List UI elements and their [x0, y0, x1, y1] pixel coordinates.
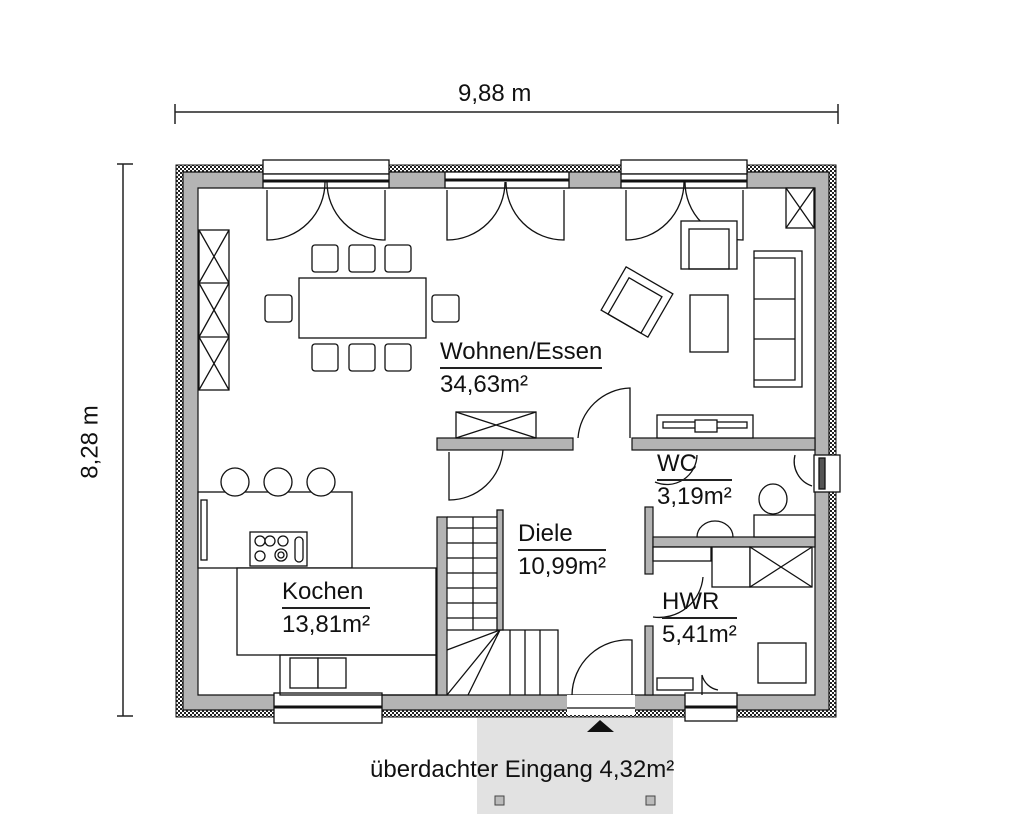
room-label-kochen: Kochen 13,81m²: [282, 580, 371, 638]
height-dimension-line: [117, 163, 133, 717]
entrance-canopy: [477, 718, 673, 814]
furniture: [197, 187, 816, 696]
bottom-windows: [273, 692, 738, 724]
room-label-hwr: HWR 5,41m²: [662, 590, 737, 647]
room-name: WC: [657, 452, 732, 481]
room-name: HWR: [662, 590, 737, 619]
entrance-arrow-icon: [587, 720, 614, 732]
room-area: 3,19m²: [657, 483, 732, 510]
door-swings-top: [266, 181, 744, 241]
room-area: 5,41m²: [662, 621, 737, 648]
room-area: 10,99m²: [518, 553, 607, 580]
height-dimension-label: 8,28 m: [76, 405, 104, 479]
width-dimension-label: 9,88 m: [458, 80, 532, 107]
room-name: Wohnen/Essen: [440, 340, 603, 369]
width-dimension-line: [174, 104, 839, 124]
entrance-label: überdachter Eingang 4,32m²: [370, 756, 675, 783]
room-area: 13,81m²: [282, 611, 371, 638]
room-label-wc: WC 3,19m²: [657, 452, 732, 509]
room-name: Diele: [518, 522, 607, 551]
room-label-diele: Diele 10,99m²: [518, 522, 607, 580]
room-name: Kochen: [282, 580, 371, 609]
room-label-wohnen-essen: Wohnen/Essen 34,63m²: [440, 340, 603, 398]
room-area: 34,63m²: [440, 371, 529, 398]
wc-window: [813, 454, 841, 493]
